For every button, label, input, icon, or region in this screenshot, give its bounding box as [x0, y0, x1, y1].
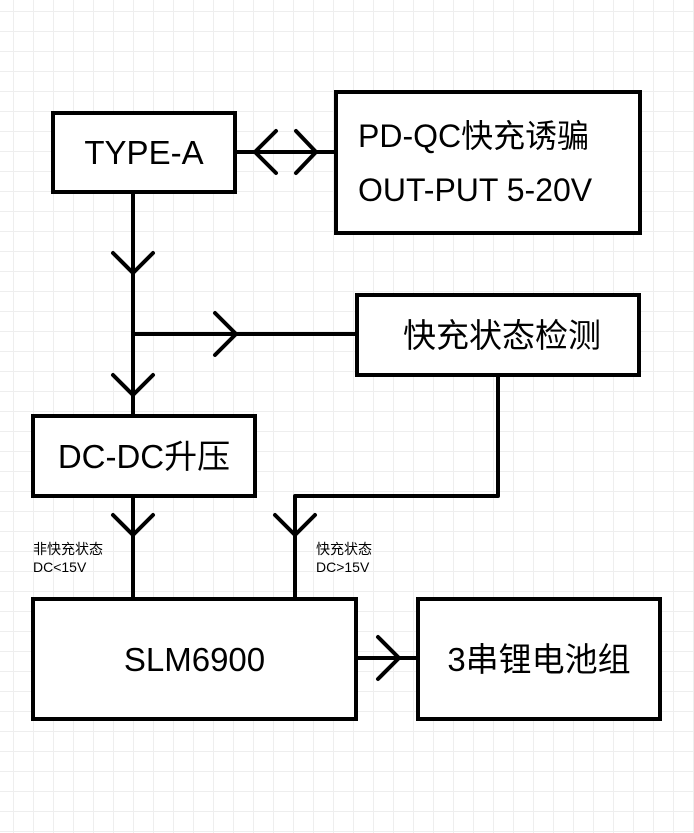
edge-detect-slm: [293, 375, 500, 599]
arrowhead-down-icon: [111, 513, 155, 537]
node-slm6900-label: SLM6900: [123, 640, 266, 678]
node-pd-qc-trigger[interactable]: PD-QC快充诱骗 OUT-PUT 5-20V: [334, 90, 642, 235]
node-battery-pack[interactable]: 3串锂电池组: [416, 597, 662, 721]
arrowhead-right-icon: [294, 129, 318, 175]
edge-label-fast-line1: 快充状态: [316, 541, 372, 557]
arrowhead-left-icon: [253, 129, 278, 175]
arrowhead-down-icon: [111, 251, 155, 275]
arrowhead-right-icon: [376, 635, 401, 681]
node-type-a-label: TYPE-A: [84, 134, 204, 171]
node-fast-charge-detect[interactable]: 快充状态检测: [355, 293, 641, 377]
node-dcdc-boost[interactable]: DC-DC升压: [31, 414, 257, 498]
node-dcdc-boost-label: DC-DC升压: [57, 437, 231, 475]
arrowhead-right-icon: [213, 311, 238, 357]
edge-label-non-fast-charge: 非快充状态 DC<15V: [33, 540, 103, 576]
node-slm6900[interactable]: SLM6900: [31, 597, 358, 721]
edge-label-fast-charge: 快充状态 DC>15V: [316, 540, 372, 576]
edge-label-non-fast-line1: 非快充状态: [33, 541, 103, 557]
arrowhead-down-icon: [273, 513, 317, 537]
node-battery-pack-label: 3串锂电池组: [447, 640, 631, 678]
edge-label-fast-line2: DC>15V: [316, 559, 370, 575]
node-pd-qc-label-line2: OUT-PUT 5-20V: [358, 171, 593, 208]
node-type-a[interactable]: TYPE-A: [51, 111, 237, 194]
edge-label-non-fast-line2: DC<15V: [33, 559, 87, 575]
arrowhead-down-icon: [111, 373, 155, 397]
node-fast-charge-detect-label: 快充状态检测: [403, 316, 601, 354]
node-pd-qc-label-line1: PD-QC快充诱骗: [358, 117, 590, 154]
